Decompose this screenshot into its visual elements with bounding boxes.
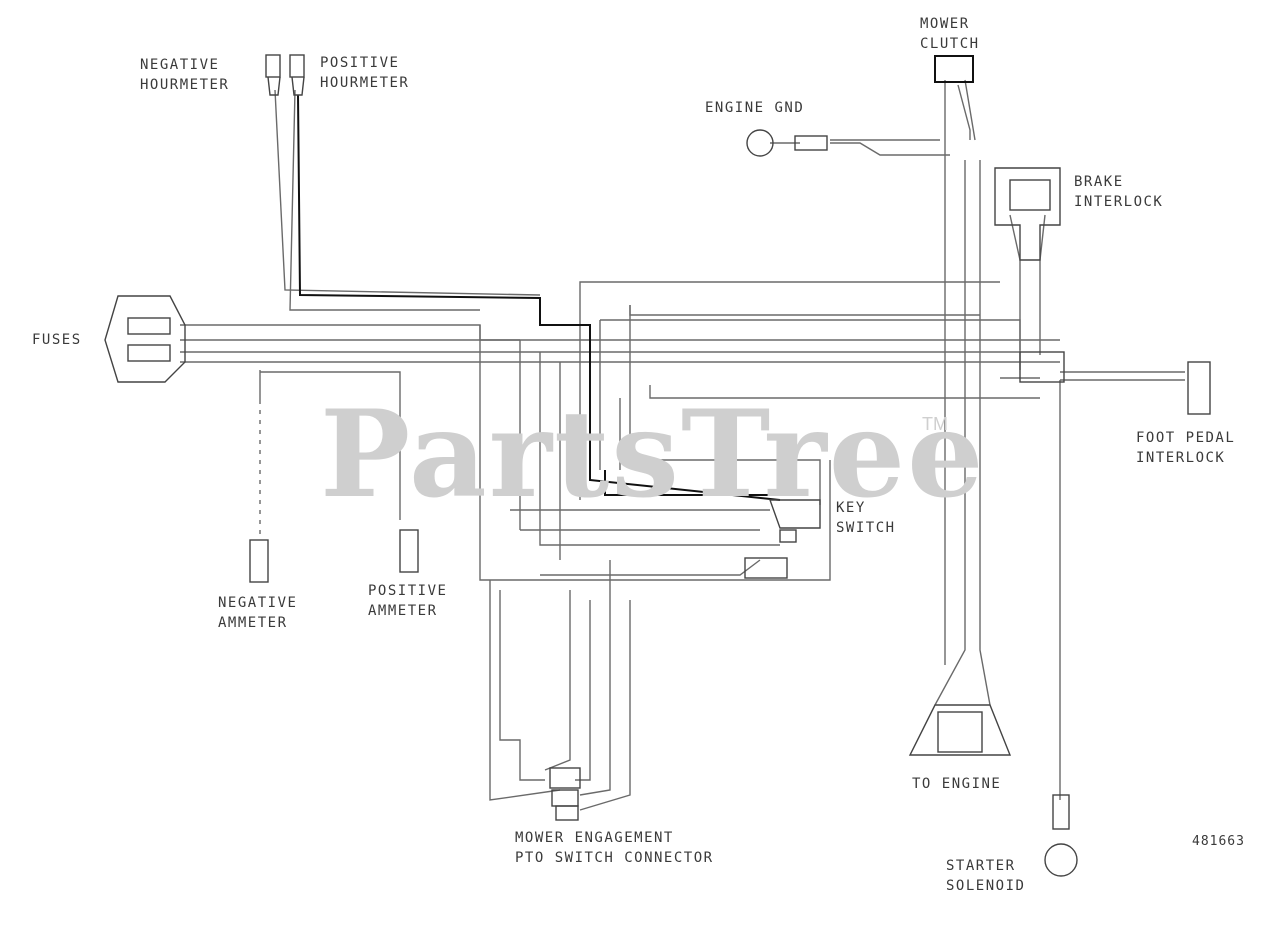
starter-solenoid-icon [1044, 794, 1078, 877]
brake-interlock-icon [994, 167, 1061, 261]
key-switch-icon [744, 499, 821, 579]
foot-pedal-interlock-icon [1019, 351, 1211, 415]
pto-switch-connector-icon [549, 767, 581, 821]
label-fuses: FUSES [32, 332, 82, 348]
mower-clutch-connector-icon [934, 55, 974, 83]
hourmeter-connector-icon [265, 54, 305, 96]
label-engine-gnd: ENGINE GND [705, 100, 805, 116]
label-to-engine: TO ENGINE [912, 776, 1002, 792]
engine-ground-icon [746, 129, 828, 157]
trademark-mark: TM [922, 414, 948, 434]
engine-connector-icon [908, 704, 1012, 756]
part-number: 481663 [1192, 834, 1245, 849]
fuse-block-icon [104, 295, 186, 383]
watermark: PartsTree [320, 384, 986, 525]
ammeter-connector-icon [249, 529, 419, 583]
